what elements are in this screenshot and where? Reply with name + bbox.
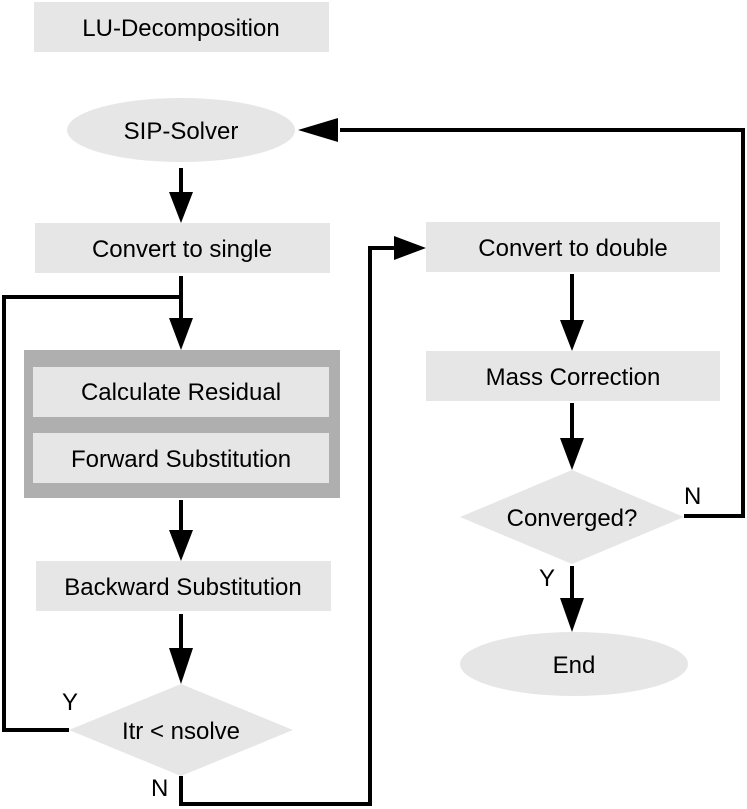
convert-double-box xyxy=(426,222,720,272)
edge-itr-no-to-convert-double xyxy=(179,246,396,806)
lu-decomposition-box xyxy=(34,2,329,52)
sip-solver-terminal xyxy=(67,98,295,162)
calc-residual-box xyxy=(33,367,329,417)
arrowhead-to-converged xyxy=(560,438,584,470)
arrowhead-to-convert-double xyxy=(394,236,426,260)
converged-decision xyxy=(460,470,684,564)
mass-correction-label: Mass Correction xyxy=(486,364,661,391)
backward-sub-box xyxy=(36,561,331,611)
arrowhead-to-mass-correction xyxy=(560,320,584,351)
arrowhead-to-end xyxy=(560,598,584,632)
mass-correction-box xyxy=(426,351,720,401)
arrowhead-to-sip-solver xyxy=(298,118,338,142)
sip-solver-label: SIP-Solver xyxy=(124,118,239,145)
arrowhead-group-to-backward xyxy=(169,530,193,561)
convert-double-label: Convert to double xyxy=(478,235,667,262)
lu-decomposition-label: LU-Decomposition xyxy=(82,15,279,42)
forward-sub-box xyxy=(33,433,329,483)
itr-no-label: N xyxy=(151,775,168,802)
edge-converged-no-loop xyxy=(340,128,745,518)
end-terminal xyxy=(460,632,688,696)
arrowhead-convert-to-group xyxy=(169,318,193,350)
end-label: End xyxy=(553,652,596,679)
converged-yes-label: Y xyxy=(539,565,555,592)
itr-check-label: Itr < nsolve xyxy=(122,718,240,745)
convert-single-box xyxy=(35,223,330,273)
calc-residual-label: Calculate Residual xyxy=(81,379,281,406)
converged-no-label: N xyxy=(684,483,701,510)
converged-label: Converged? xyxy=(507,505,638,532)
edge-itr-yes-loop xyxy=(2,295,181,732)
arrowhead-sip-to-convert xyxy=(169,192,193,223)
backward-sub-label: Backward Substitution xyxy=(64,574,301,601)
forward-sub-label: Forward Substitution xyxy=(71,446,291,473)
convert-single-label: Convert to single xyxy=(92,236,272,263)
itr-yes-label: Y xyxy=(62,689,78,716)
arrowhead-backward-to-itr xyxy=(169,648,193,684)
itr-check-decision xyxy=(69,684,293,776)
